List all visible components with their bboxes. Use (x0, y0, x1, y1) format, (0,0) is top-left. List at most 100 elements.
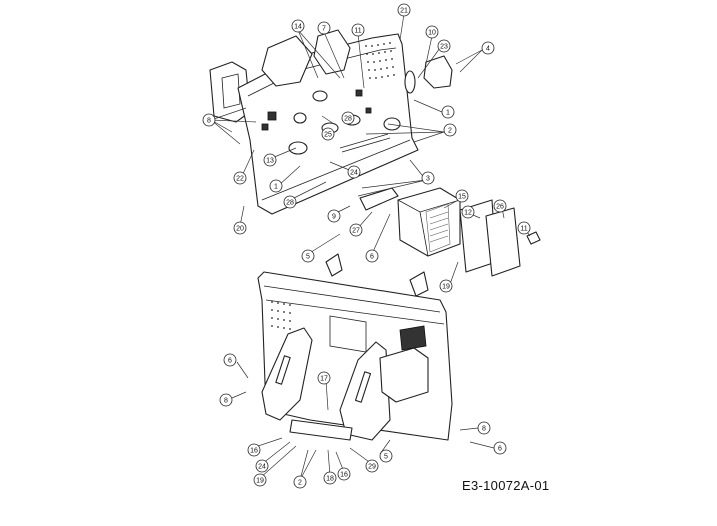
svg-text:8: 8 (482, 426, 486, 433)
svg-text:12: 12 (464, 210, 472, 217)
callout-11-top: 11 (351, 23, 365, 37)
svg-text:28: 28 (286, 200, 294, 207)
callout-5-lower: 5 (379, 449, 393, 463)
svg-text:8: 8 (207, 118, 211, 125)
svg-text:2: 2 (298, 480, 302, 487)
callout-26: 26 (493, 199, 507, 213)
callout-18: 18 (323, 471, 337, 485)
callout-12: 12 (461, 205, 475, 219)
svg-text:4: 4 (486, 46, 490, 53)
callout-15: 15 (455, 189, 469, 203)
svg-text:17: 17 (320, 376, 328, 383)
svg-text:13: 13 (266, 158, 274, 165)
svg-text:20: 20 (236, 226, 244, 233)
callout-20: 20 (233, 221, 247, 235)
callout-8-lower-left: 8 (219, 393, 233, 407)
callout-19-upper: 19 (439, 279, 453, 293)
callout-8-lower-right: 8 (477, 421, 491, 435)
callout-4: 4 (481, 41, 495, 55)
callout-2-lower: 2 (293, 475, 307, 489)
lower-bracket (359, 187, 399, 211)
callouts: 21 14 7 11 10 23 4 1 2 25 28 8 13 22 1 2… (202, 3, 531, 489)
callout-28-upper: 28 (341, 111, 355, 125)
callout-9: 9 (327, 209, 341, 223)
svg-text:16: 16 (340, 472, 348, 479)
svg-text:28: 28 (344, 116, 352, 123)
callout-13: 13 (263, 153, 277, 167)
ignition-switch (404, 70, 416, 94)
svg-text:11: 11 (354, 28, 361, 35)
svg-text:9: 9 (332, 214, 336, 221)
svg-text:11: 11 (520, 226, 527, 233)
svg-text:3: 3 (426, 176, 430, 183)
upper-panel-assembly (209, 29, 541, 277)
callout-25: 25 (321, 127, 335, 141)
svg-text:18: 18 (326, 476, 334, 483)
callout-27: 27 (349, 223, 363, 237)
svg-text:26: 26 (496, 204, 504, 211)
svg-text:29: 29 (368, 464, 376, 471)
svg-text:25: 25 (324, 132, 332, 139)
svg-text:16: 16 (250, 448, 258, 455)
ignition-bracket (423, 55, 453, 89)
upper-housing-left (261, 35, 313, 87)
callout-22: 22 (233, 171, 247, 185)
callout-3: 3 (421, 171, 435, 185)
svg-text:6: 6 (228, 358, 232, 365)
callout-1-upper: 1 (441, 105, 455, 119)
callout-7: 7 (317, 21, 331, 35)
svg-text:27: 27 (352, 228, 360, 235)
callout-19-lower: 19 (253, 473, 267, 487)
svg-text:10: 10 (428, 30, 436, 37)
svg-text:1: 1 (274, 184, 278, 191)
svg-text:6: 6 (370, 254, 374, 261)
callout-6-lower-right: 6 (493, 441, 507, 455)
lower-panel-assembly (257, 253, 453, 441)
cover-nut (526, 231, 541, 245)
svg-text:15: 15 (458, 194, 466, 201)
left-lever-arm (261, 327, 313, 421)
svg-text:5: 5 (306, 254, 310, 261)
battery-box (397, 187, 461, 257)
svg-text:7: 7 (322, 26, 326, 33)
svg-text:23: 23 (440, 44, 448, 51)
callout-14: 14 (291, 19, 305, 33)
svg-text:8: 8 (224, 398, 228, 405)
bottom-crossbar (289, 419, 353, 441)
svg-text:6: 6 (498, 446, 502, 453)
upper-housing-right (313, 29, 351, 75)
svg-text:1: 1 (446, 110, 450, 117)
callout-10: 10 (425, 25, 439, 39)
svg-text:24: 24 (258, 464, 266, 471)
svg-text:2: 2 (448, 128, 452, 135)
callout-17: 17 (317, 371, 331, 385)
lower-vent-grid (271, 301, 291, 330)
svg-text:5: 5 (384, 454, 388, 461)
callout-24-lower: 24 (255, 459, 269, 473)
callout-1-left: 1 (269, 179, 283, 193)
drawing-code: E3-10072A-01 (462, 478, 550, 493)
cover-panel (485, 207, 521, 277)
callout-11-right: 11 (517, 221, 531, 235)
callout-8-upper: 8 (202, 113, 216, 127)
callout-2-upper: 2 (443, 123, 457, 137)
callout-5-left: 5 (301, 249, 315, 263)
svg-text:21: 21 (400, 8, 408, 15)
callout-6-lower-left: 6 (223, 353, 237, 367)
callout-24-upper: 24 (347, 165, 361, 179)
callout-16-left: 16 (247, 443, 261, 457)
callout-29: 29 (365, 459, 379, 473)
svg-text:19: 19 (442, 284, 450, 291)
callout-28-mid: 28 (283, 195, 297, 209)
svg-text:22: 22 (236, 176, 244, 183)
callout-21: 21 (397, 3, 411, 17)
svg-text:19: 19 (256, 478, 264, 485)
svg-text:14: 14 (294, 24, 302, 31)
gauge-block (379, 347, 429, 403)
callout-16-right: 16 (337, 467, 351, 481)
callout-6-upper: 6 (365, 249, 379, 263)
svg-text:24: 24 (350, 170, 358, 177)
callout-23: 23 (437, 39, 451, 53)
vent-grid (365, 42, 395, 79)
